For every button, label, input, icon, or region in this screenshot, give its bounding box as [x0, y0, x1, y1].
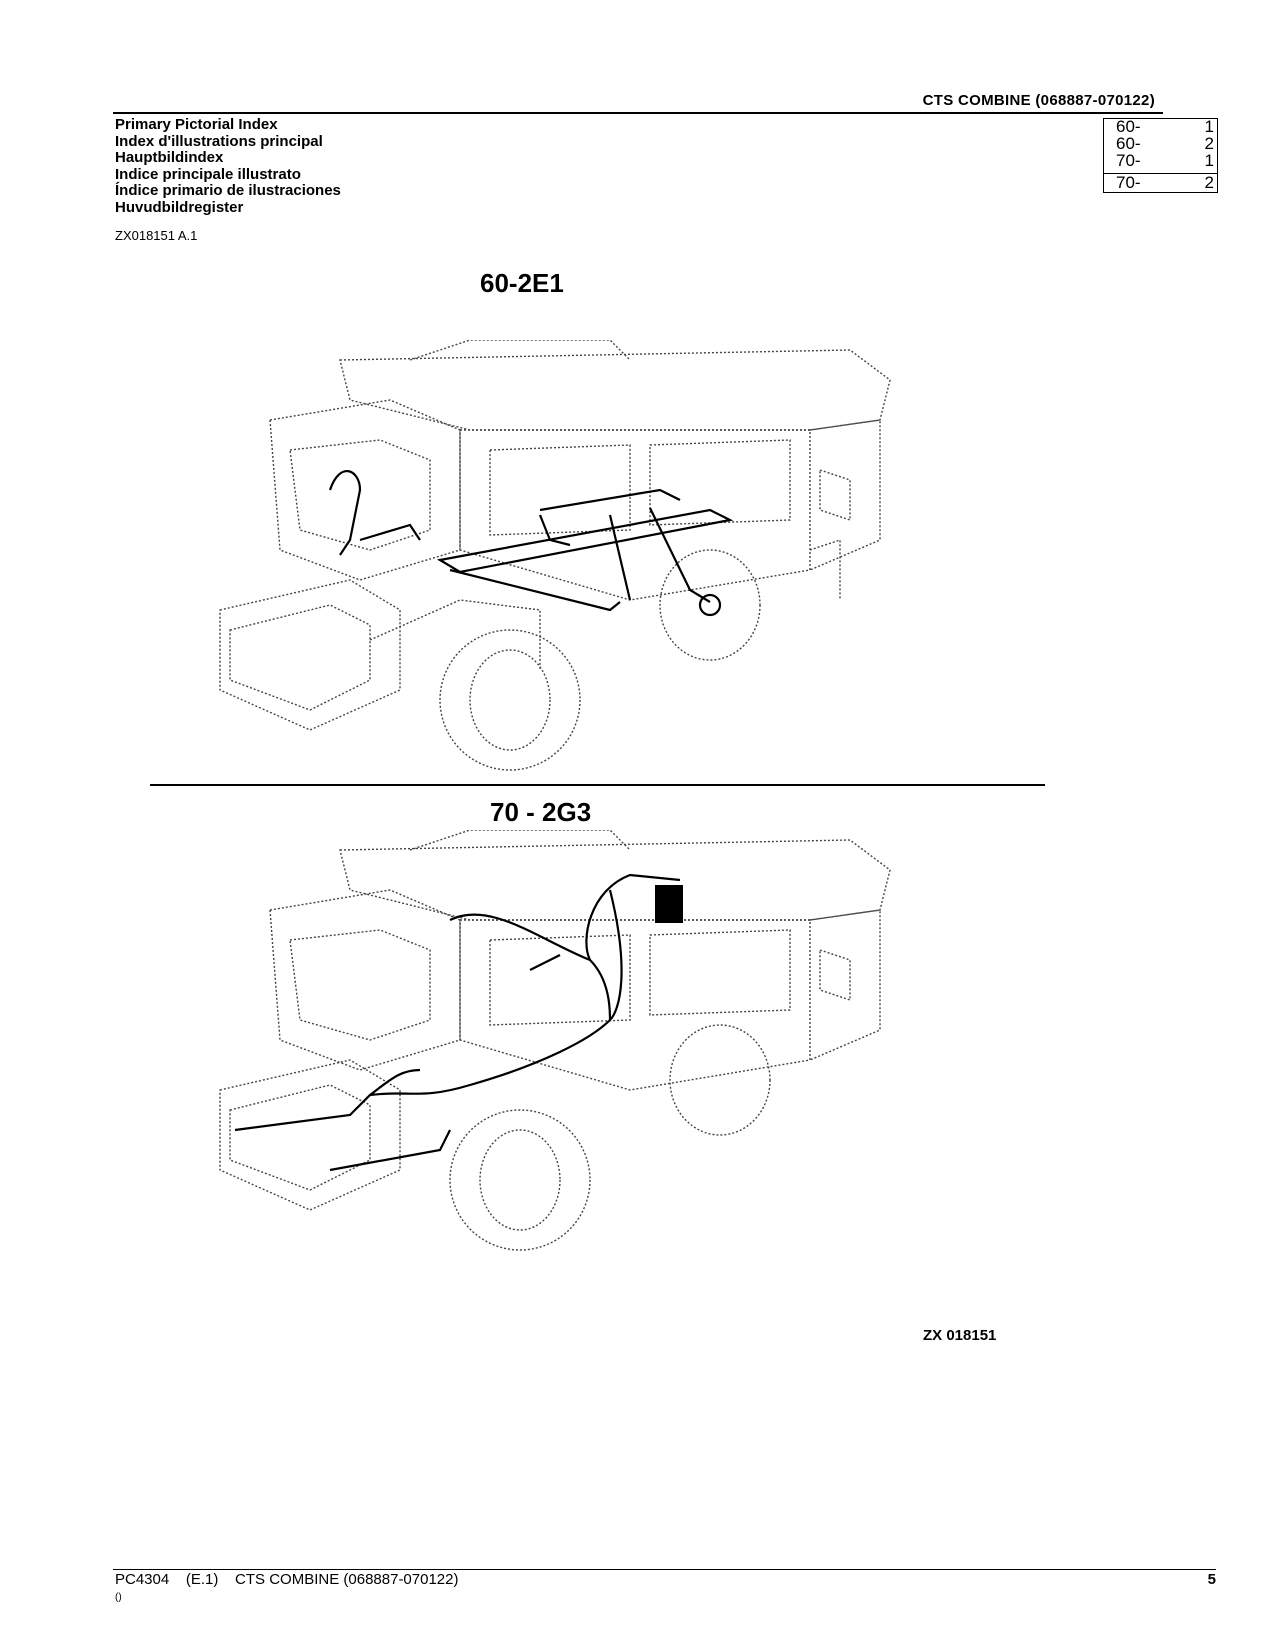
figure-reference-code: ZX 018151	[923, 1327, 997, 1344]
header-rule	[113, 112, 1163, 114]
ref-row: 70- 1	[1104, 151, 1217, 170]
ref-page: 1	[1204, 151, 1214, 170]
index-title-es: Índice primario de ilustraciones	[115, 182, 341, 199]
combine-frame-illustration	[219, 340, 891, 771]
index-titles: Primary Pictorial Index Index d'illustra…	[115, 116, 341, 216]
index-title-de: Hauptbildindex	[115, 149, 224, 166]
combine-body-outline	[219, 830, 891, 1251]
document-id: ZX018151 A.1	[115, 228, 198, 243]
footer-rule	[113, 1569, 1216, 1570]
section-reference-table: 60- 1 60- 2 70- 1 70- 2	[1103, 118, 1218, 193]
figure-label-70-2g3: 70 - 2G3	[490, 797, 592, 827]
ref-group: 60-	[1116, 134, 1141, 153]
index-title-sv: Huvudbildregister	[115, 198, 244, 216]
ref-page: 2	[1204, 173, 1214, 192]
ref-group: 60-	[1116, 117, 1141, 136]
document-header-title: CTS COMBINE (068887-070122)	[922, 92, 1155, 109]
ref-page: 2	[1204, 134, 1214, 153]
page-number: 5	[1207, 1571, 1216, 1588]
ref-page: 1	[1204, 117, 1214, 136]
chassis-frame	[328, 469, 734, 617]
figure-label-60-2e1: 60-2E1	[480, 268, 564, 298]
figure-divider	[150, 784, 1045, 786]
wiring-harness	[234, 873, 683, 1172]
index-title-it: Indice principale illustrato	[115, 165, 301, 183]
combine-body-outline	[219, 340, 891, 771]
ref-row: 70- 2	[1104, 173, 1217, 192]
footer-doc-info: PC4304 (E.1) CTS COMBINE (068887-070122)	[115, 1571, 459, 1588]
ref-group: 70-	[1116, 151, 1141, 170]
index-title-fr: Index d'illustrations principal	[115, 132, 323, 150]
combine-wiring-illustration	[219, 830, 891, 1251]
ref-row: 60- 2	[1104, 134, 1217, 153]
ref-row: 60- 1	[1104, 117, 1217, 136]
footer-note: ()	[115, 1592, 122, 1603]
index-title-en: Primary Pictorial Index	[115, 116, 278, 133]
ref-group: 70-	[1116, 173, 1141, 192]
